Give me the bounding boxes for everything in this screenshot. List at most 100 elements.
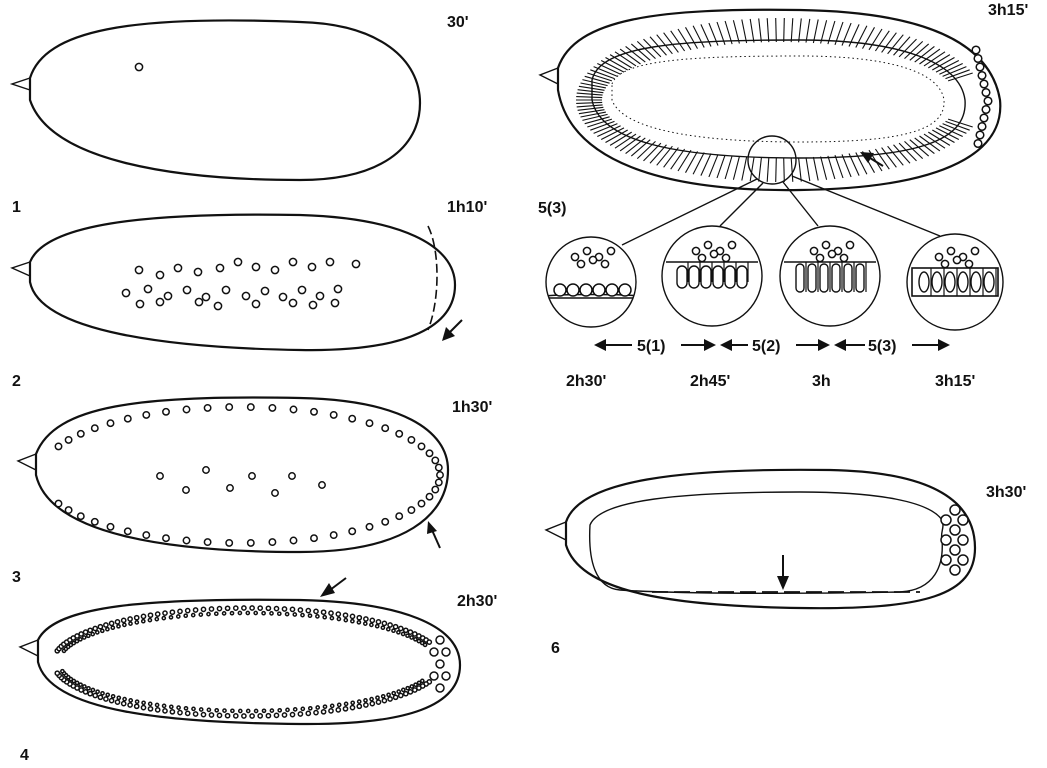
- pole-cell: [436, 684, 444, 692]
- syncytial-nucleus: [258, 606, 262, 610]
- syncytial-nucleus: [266, 714, 270, 718]
- peripheral-nucleus: [269, 539, 275, 545]
- nucleus: [334, 285, 341, 292]
- nucleus: [331, 299, 338, 306]
- elongating-nucleus: [689, 266, 699, 288]
- blastoderm-cell: [657, 146, 673, 165]
- panel-3: 1h30' 3: [12, 398, 492, 586]
- peripheral-nucleus: [248, 404, 254, 410]
- nucleus: [728, 241, 735, 248]
- syncytial-nucleus: [87, 634, 90, 637]
- peripheral-nucleus: [107, 420, 113, 426]
- syncytial-nucleus: [112, 695, 115, 698]
- syncytial-nucleus: [217, 607, 221, 611]
- syncytial-nucleus: [344, 619, 347, 622]
- syncytial-nucleus: [184, 614, 187, 617]
- pole-cell: [982, 89, 990, 97]
- syncytial-nucleus: [322, 610, 326, 614]
- nucleus: [252, 300, 259, 307]
- panel-4-time: 2h30': [457, 593, 497, 610]
- syncytial-nucleus: [192, 614, 195, 617]
- peripheral-nucleus: [248, 540, 254, 546]
- blastoderm-cell: [742, 20, 747, 44]
- nucleus: [846, 241, 853, 248]
- syncytial-nucleus: [408, 630, 412, 634]
- syncytial-nucleus: [142, 620, 145, 623]
- blastoderm-cell: [578, 107, 604, 110]
- syncytial-nucleus: [381, 626, 384, 629]
- panel-2-number: 2: [12, 373, 21, 390]
- blastoderm-cell: [799, 158, 802, 182]
- syncytial-nucleus: [55, 671, 59, 675]
- syncytial-nucleus: [301, 707, 304, 710]
- elongating-nucleus: [725, 266, 735, 288]
- syncytial-nucleus: [402, 688, 405, 691]
- substage-time-1: 2h30': [566, 373, 606, 390]
- syncytial-nucleus: [410, 636, 413, 639]
- syncytial-nucleus: [357, 704, 361, 708]
- substage-label-5-3: 5(3): [868, 338, 896, 355]
- pole-cell: [976, 131, 984, 139]
- panel-1-micropyle: [12, 78, 30, 90]
- nucleus: [156, 271, 163, 278]
- cell-nucleus: [958, 272, 968, 292]
- peripheral-nucleus: [183, 537, 189, 543]
- elongated-nucleus: [808, 264, 816, 292]
- syncytial-nucleus: [258, 714, 262, 718]
- nucleus: [607, 247, 614, 254]
- syncytial-nucleus: [98, 625, 102, 629]
- nucleus: [289, 258, 296, 265]
- blastoderm-cell: [582, 80, 607, 86]
- nucleus: [840, 254, 847, 261]
- syncytial-nucleus: [376, 625, 379, 628]
- panel-1-nucleus: [135, 63, 142, 70]
- panel-4-arrow: [320, 578, 346, 597]
- syncytial-nucleus: [129, 699, 132, 702]
- cell-nucleus: [984, 272, 994, 292]
- blastoderm-cell: [882, 148, 897, 168]
- syncytial-nucleus: [238, 611, 241, 614]
- syncytial-nucleus: [184, 707, 187, 710]
- panel-3-number: 3: [12, 569, 21, 586]
- syncytial-nucleus: [129, 622, 132, 625]
- syncytial-nucleus: [343, 707, 347, 711]
- peripheral-nucleus: [290, 406, 296, 412]
- nucleus: [156, 298, 163, 305]
- pole-cell: [958, 535, 968, 545]
- syncytial-nucleus: [75, 640, 78, 643]
- nucleus: [710, 250, 717, 257]
- syncytial-nucleus: [262, 612, 265, 615]
- nucleus: [183, 286, 190, 293]
- pole-cell: [978, 72, 986, 80]
- peripheral-nucleus: [349, 416, 355, 422]
- blastoderm-cell: [776, 158, 777, 182]
- syncytial-nucleus: [286, 613, 289, 616]
- syncytial-nucleus: [148, 707, 152, 711]
- syncytial-nucleus: [254, 611, 257, 614]
- nucleus: [571, 253, 578, 260]
- yolk-nucleus: [183, 487, 189, 493]
- blastoderm-cell: [806, 157, 810, 181]
- syncytial-nucleus: [178, 711, 182, 715]
- pole-cell: [430, 648, 438, 656]
- nucleus: [309, 301, 316, 308]
- peripheral-nucleus: [226, 404, 232, 410]
- elongated-nucleus: [832, 264, 840, 292]
- syncytial-nucleus: [270, 612, 273, 615]
- blastoderm-cell: [784, 18, 785, 42]
- syncytial-nucleus: [163, 611, 167, 615]
- syncytial-nucleus: [364, 622, 367, 625]
- syncytial-nucleus: [246, 611, 249, 614]
- elongated-nucleus: [856, 264, 864, 292]
- peripheral-nucleus: [437, 472, 443, 478]
- syncytial-nucleus: [128, 617, 132, 621]
- syncytial-nucleus: [104, 623, 108, 627]
- peripheral-nucleus: [366, 524, 372, 530]
- syncytial-nucleus: [169, 616, 172, 619]
- panel-5-outer-outline: [558, 10, 1000, 190]
- nucleus: [122, 289, 129, 296]
- syncytial-nucleus: [308, 614, 311, 617]
- peripheral-nucleus: [408, 507, 414, 513]
- substage-time-2: 2h45': [690, 373, 730, 390]
- peripheral-nucleus: [426, 494, 432, 500]
